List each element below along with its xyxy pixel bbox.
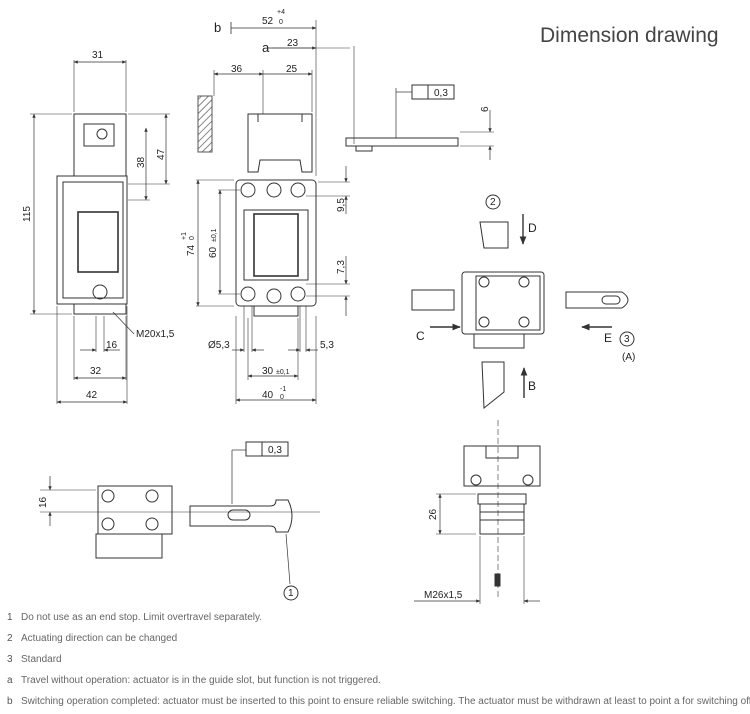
dim-9-5: 9,5 — [336, 198, 347, 212]
dim-52-tol-upper: +4 — [277, 9, 285, 16]
dim-115: 115 — [22, 206, 33, 222]
note-key: 2 — [7, 633, 13, 644]
note-item: b Switching operation completed: actuator… — [7, 693, 750, 714]
dim-40-tol-lower: 0 — [280, 394, 284, 401]
note-item: 2 Actuating direction can be changed — [7, 630, 747, 651]
dim-52: 52 — [262, 16, 274, 27]
dim-38: 38 — [136, 156, 147, 168]
note-text: Actuating direction can be changed — [21, 633, 178, 644]
hole-diameter: Ø5,3 — [208, 340, 230, 351]
side-view — [30, 60, 170, 404]
dim-74-tol-upper: +1 — [181, 232, 188, 240]
dim-5-3: 5,3 — [320, 340, 334, 351]
label-a: a — [262, 40, 270, 55]
dim-16-b: 16 — [38, 496, 49, 508]
dim-6: 6 — [480, 106, 491, 112]
direction-b: B — [528, 379, 536, 393]
dim-47: 47 — [156, 148, 167, 160]
dim-26: 26 — [428, 508, 439, 520]
dim-23: 23 — [287, 38, 299, 49]
dim-60: 60 — [208, 246, 219, 258]
direction-e: E — [604, 331, 612, 345]
direction-c: C — [416, 329, 425, 343]
dim-31: 31 — [92, 50, 104, 61]
note-key: 3 — [7, 654, 13, 665]
flatness-0-3-b: 0,3 — [268, 445, 282, 456]
front-view — [196, 20, 355, 404]
dim-42: 42 — [86, 390, 98, 401]
callout-2: 2 — [490, 197, 496, 208]
dim-30: 30 — [262, 366, 274, 377]
callout-3: 3 — [624, 334, 630, 345]
dim-74-tol-lower: 0 — [189, 236, 196, 240]
note-text: Travel without operation: actuator is in… — [21, 675, 381, 686]
actuator-side-view — [345, 84, 494, 160]
note-text: Standard — [21, 654, 62, 665]
note-key: a — [7, 675, 13, 686]
label-b: b — [214, 20, 221, 35]
dim-25: 25 — [286, 64, 298, 75]
direction-d: D — [528, 221, 537, 235]
note-key: 1 — [7, 612, 13, 623]
note-text: Do not use as an end stop. Limit overtra… — [21, 612, 263, 623]
dim-30-tol: ±0,1 — [276, 369, 290, 376]
note-text: Switching operation completed: actuator … — [21, 696, 750, 707]
page-title: Dimension drawing — [540, 24, 719, 47]
connector-view — [414, 420, 541, 604]
label-a-standard: (A) — [622, 352, 635, 363]
dim-32: 32 — [90, 366, 102, 377]
callout-1: 1 — [288, 588, 294, 599]
note-item: 3 Standard — [7, 651, 747, 672]
top-view — [40, 441, 320, 601]
dim-40: 40 — [262, 390, 274, 401]
dim-36: 36 — [231, 64, 243, 75]
thread-m26: M26x1,5 — [424, 590, 463, 601]
dim-40-tol-upper: -1 — [280, 386, 286, 393]
dim-52-tol-lower: 0 — [279, 19, 283, 26]
dim-60-tol: ±0,1 — [211, 228, 218, 242]
note-key: b — [7, 696, 13, 707]
note-item: 1 Do not use as an end stop. Limit overtr… — [7, 609, 747, 630]
note-item: a Travel without operation: actuator is i… — [7, 672, 747, 693]
flatness-0-3-a: 0,3 — [434, 88, 448, 99]
actuating-directions-view — [411, 194, 635, 410]
thread-m20: M20x1,5 — [136, 329, 175, 340]
dim-16-a: 16 — [106, 340, 118, 351]
notes-list: 1 Do not use as an end stop. Limit overtr… — [7, 609, 750, 714]
dim-74: 74 — [186, 244, 197, 256]
dim-7-3: 7,3 — [336, 260, 347, 274]
